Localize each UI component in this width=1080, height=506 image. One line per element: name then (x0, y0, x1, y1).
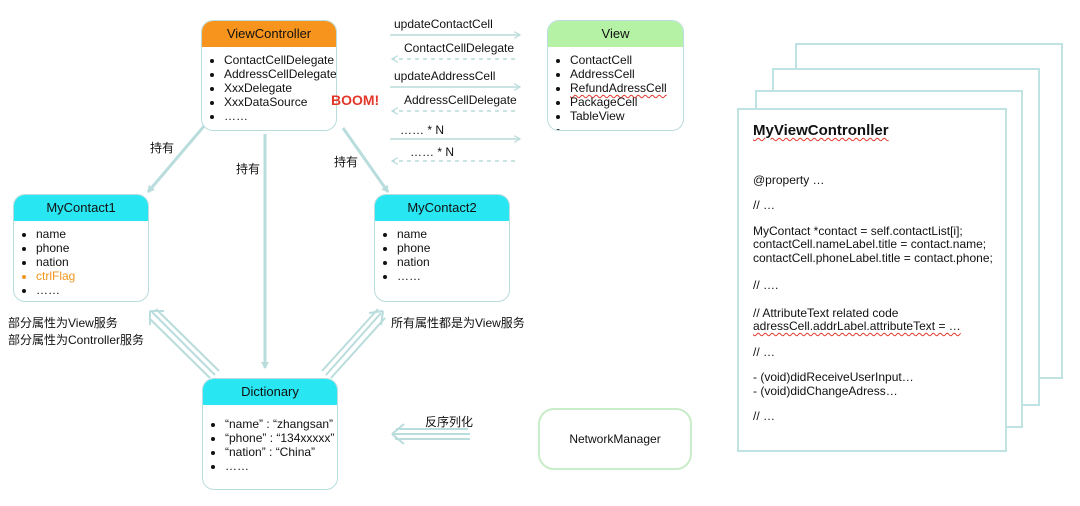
view-title: View (548, 21, 683, 47)
arrow-hold-mc2 (341, 127, 390, 193)
view-controller-list: ContactCellDelegate AddressCellDelegate … (202, 53, 336, 123)
label-address-cell-delegate: AddressCellDelegate (404, 93, 517, 107)
view-controller-title: ViewController (202, 21, 336, 47)
list-item: “nation” : “China” (225, 445, 337, 459)
boom-label: BOOM! (331, 92, 380, 108)
code-line: // … (753, 409, 776, 423)
list-item: “name” : “zhangsan” (225, 417, 337, 431)
label-hold-right: 持有 (334, 155, 359, 169)
list-item: name (36, 227, 148, 241)
doc-page-front (737, 108, 1007, 452)
label-mc1-note1: 部分属性为View服务 (8, 316, 118, 330)
mycontact2-box: MyContact2 name phone nation …… (374, 194, 510, 302)
brush-arrow-dict-to-mc1 (148, 308, 220, 379)
code-line: // …. (753, 278, 779, 292)
code-line: - (void)didReceiveUserInput… (753, 370, 914, 384)
code-line: contactCell.nameLabel.title = contact.na… (753, 237, 987, 251)
dict-entry-name: “name” : “zhangsan” (225, 417, 334, 431)
list-item: …… (225, 459, 337, 473)
dictionary-title: Dictionary (203, 379, 337, 405)
list-item: XxxDelegate (224, 81, 336, 95)
view-controller-box: ViewController ContactCellDelegate Addre… (201, 20, 337, 131)
list-item: …… (224, 109, 336, 123)
label-hold-left: 持有 (150, 141, 175, 155)
list-item: phone (397, 241, 509, 255)
view-box: View ContactCell AddressCell RefundAdres… (547, 20, 684, 131)
dictionary-list: “name” : “zhangsan” “phone” : “134xxxxx”… (203, 417, 337, 473)
label-mc1-note2: 部分属性为Controller服务 (8, 333, 145, 347)
dictionary-box: Dictionary “name” : “zhangsan” “phone” :… (202, 378, 338, 490)
list-item: …… (570, 123, 683, 130)
mycontact2-list: name phone nation …… (375, 227, 509, 283)
label-deserialize: 反序列化 (425, 415, 474, 429)
view-list: ContactCell AddressCell RefundAdressCell… (548, 53, 683, 130)
code-line: MyContact *contact = self.contactList[i]… (753, 223, 963, 238)
label-n-right: …… * N (400, 123, 445, 137)
brush-arrow-dict-to-mc2 (321, 308, 386, 379)
label-contact-cell-delegate: ContactCellDelegate (404, 41, 515, 55)
list-item: AddressCell (570, 67, 683, 81)
list-item: RefundAdressCell (570, 81, 683, 95)
mycontact1-list: name phone nation ctrlFlag …… (14, 227, 148, 297)
network-manager-box: NetworkManager (538, 408, 692, 470)
list-item: …… (36, 283, 148, 297)
code-title: MyViewContronller (753, 122, 889, 139)
list-item: “phone” : “134xxxxx” (225, 431, 337, 445)
list-item: ContactCellDelegate (224, 53, 336, 67)
list-item: ctrlFlag (36, 269, 148, 283)
list-item: TableView (570, 109, 683, 123)
arrow-hold-mc1 (146, 124, 207, 193)
list-item: AddressCellDelegate (224, 67, 336, 81)
list-item: PackageCell (570, 95, 683, 109)
label-update-contact-cell: updateContactCell (394, 17, 493, 31)
label-mc2-note: 所有属性都是为View服务 (391, 316, 525, 330)
mycontact1-title: MyContact1 (14, 195, 148, 221)
code-line: // AttributeText related code (753, 305, 899, 320)
code-line: @property … (753, 172, 825, 187)
list-item: phone (36, 241, 148, 255)
list-item: ContactCell (570, 53, 683, 67)
list-item: name (397, 227, 509, 241)
code-document: MyViewContronller @property … // … MyCon… (753, 122, 993, 424)
list-item: nation (397, 255, 509, 269)
mycontact2-title: MyContact2 (375, 195, 509, 221)
code-line: adressCell.addrLabel.attributeText = … (753, 319, 961, 333)
list-item: XxxDataSource (224, 95, 336, 109)
list-item: …… (397, 269, 509, 283)
code-line: // … (753, 344, 776, 359)
code-line: // … (753, 198, 776, 212)
label-update-address-cell: updateAddressCell (394, 69, 496, 83)
code-line: contactCell.phoneLabel.title = contact.p… (753, 250, 993, 265)
brush-arrow-network-to-dict (391, 423, 470, 445)
mycontact1-box: MyContact1 name phone nation ctrlFlag …… (13, 194, 149, 302)
code-line: - (void)didChangeAdress… (753, 383, 898, 398)
label-n-left: …… * N (410, 145, 455, 159)
list-item: nation (36, 255, 148, 269)
label-hold-center: 持有 (236, 162, 261, 176)
